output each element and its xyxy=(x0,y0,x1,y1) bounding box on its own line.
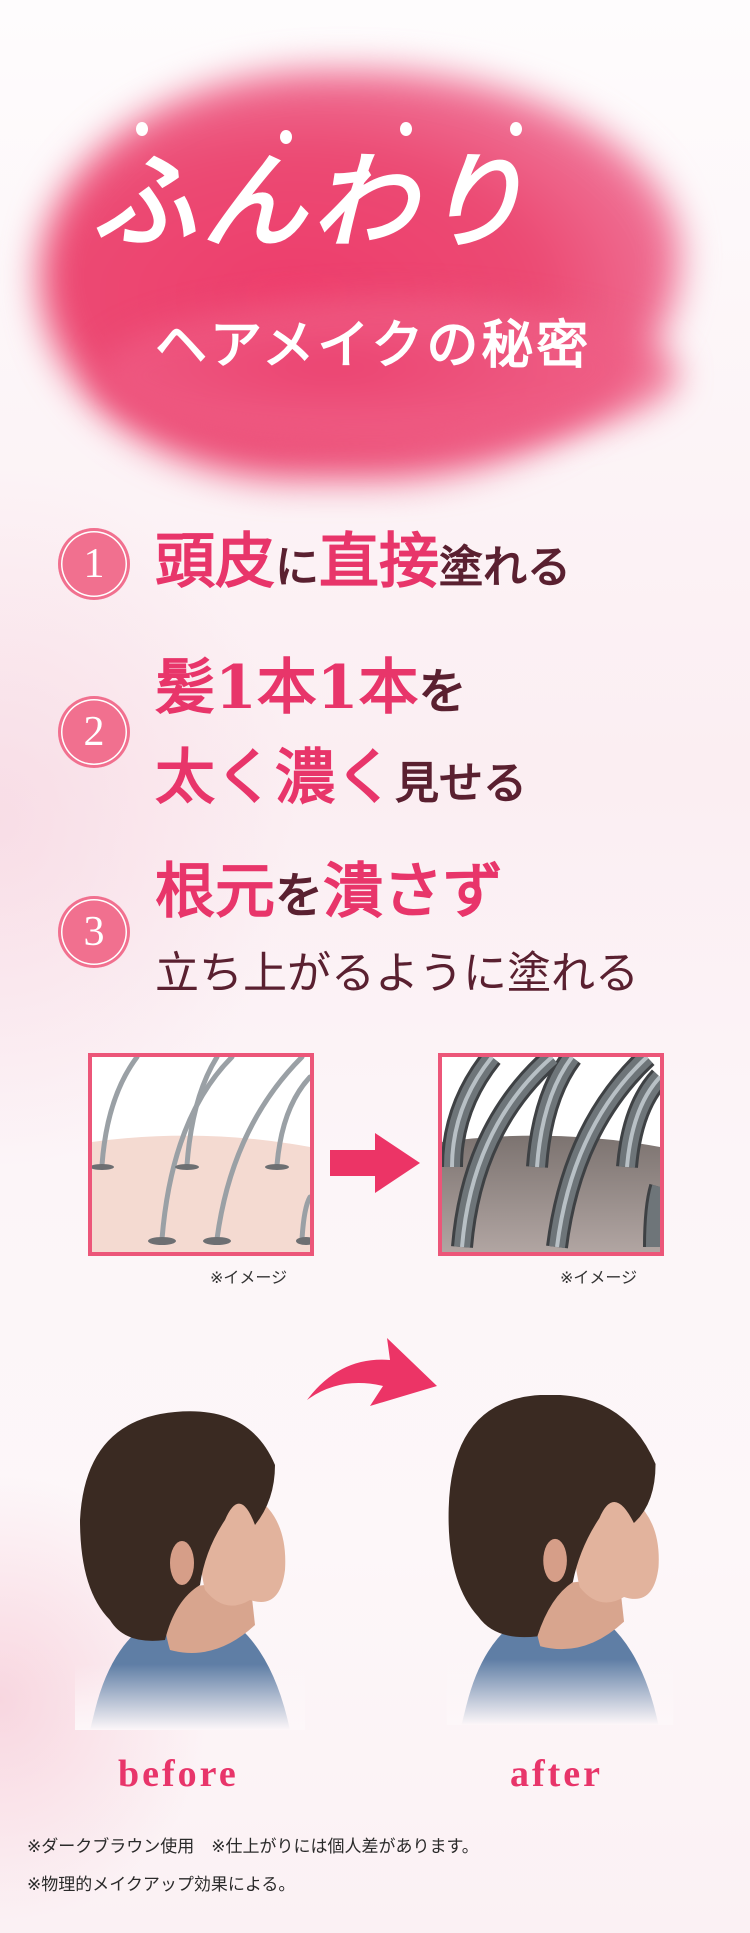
point-3-headline-line-2: 立ち上がるように塗れる xyxy=(155,948,639,999)
point-2-headline-line-1: 髪1本1本を xyxy=(155,658,467,718)
point-number-badge: 1 xyxy=(58,528,130,600)
plain-text: を xyxy=(275,868,324,924)
point-number-badge: 2 xyxy=(58,696,130,768)
emphasis-text: 根元 xyxy=(155,857,275,927)
point-2-headline-line-2: 太く濃く見せる xyxy=(155,748,527,808)
dot-icon xyxy=(400,122,412,136)
point-number-badge: 3 xyxy=(58,896,130,968)
after-label: after xyxy=(510,1753,604,1795)
emphasis-text: 潰さず xyxy=(323,857,504,927)
hero-subtitle: ヘアメイクの秘密 xyxy=(155,315,592,376)
plain-text: 見せる xyxy=(395,758,527,809)
emphasis-text: 直接 xyxy=(319,527,439,597)
before-scalp-illustration xyxy=(88,1053,314,1256)
emphasis-text: 頭皮 xyxy=(155,527,275,597)
disclaimer-line: ※ダークブラウン使用 ※仕上がりには個人差があります。 xyxy=(27,1837,479,1857)
hero-title: ふんわり xyxy=(92,140,533,263)
disclaimer-notes: ※ダークブラウン使用 ※仕上がりには個人差があります。 ※物理的メイクアップ効果… xyxy=(27,1828,479,1904)
plain-text: を xyxy=(418,664,467,720)
before-label: before xyxy=(118,1753,239,1795)
emphasis-text: 太く濃く xyxy=(155,743,395,813)
thin-hair-scalp-image xyxy=(92,1057,310,1252)
hero-pink-glow-lower xyxy=(100,300,680,450)
thick-hair-scalp-image xyxy=(442,1057,660,1252)
dot-icon xyxy=(280,130,292,144)
before-photo xyxy=(75,1400,305,1730)
after-image-caption: ※イメージ xyxy=(560,1268,638,1287)
plain-text: に xyxy=(275,542,319,593)
curved-arrow-icon xyxy=(307,1338,437,1406)
disclaimer-line: ※物理的メイクアップ効果による。 xyxy=(27,1875,296,1895)
point-3-headline-line-1: 根元を潰さず xyxy=(155,862,503,922)
plain-text: 塗れる xyxy=(439,542,571,593)
point-1-headline: 頭皮に直接塗れる xyxy=(155,532,571,592)
arrow-right-icon xyxy=(330,1133,420,1193)
after-scalp-illustration xyxy=(438,1053,664,1256)
after-photo xyxy=(446,1395,674,1725)
dot-icon xyxy=(136,122,148,136)
emphasis-text: 髪1本1本 xyxy=(155,653,419,723)
before-image-caption: ※イメージ xyxy=(210,1268,288,1287)
dot-icon xyxy=(510,122,522,136)
